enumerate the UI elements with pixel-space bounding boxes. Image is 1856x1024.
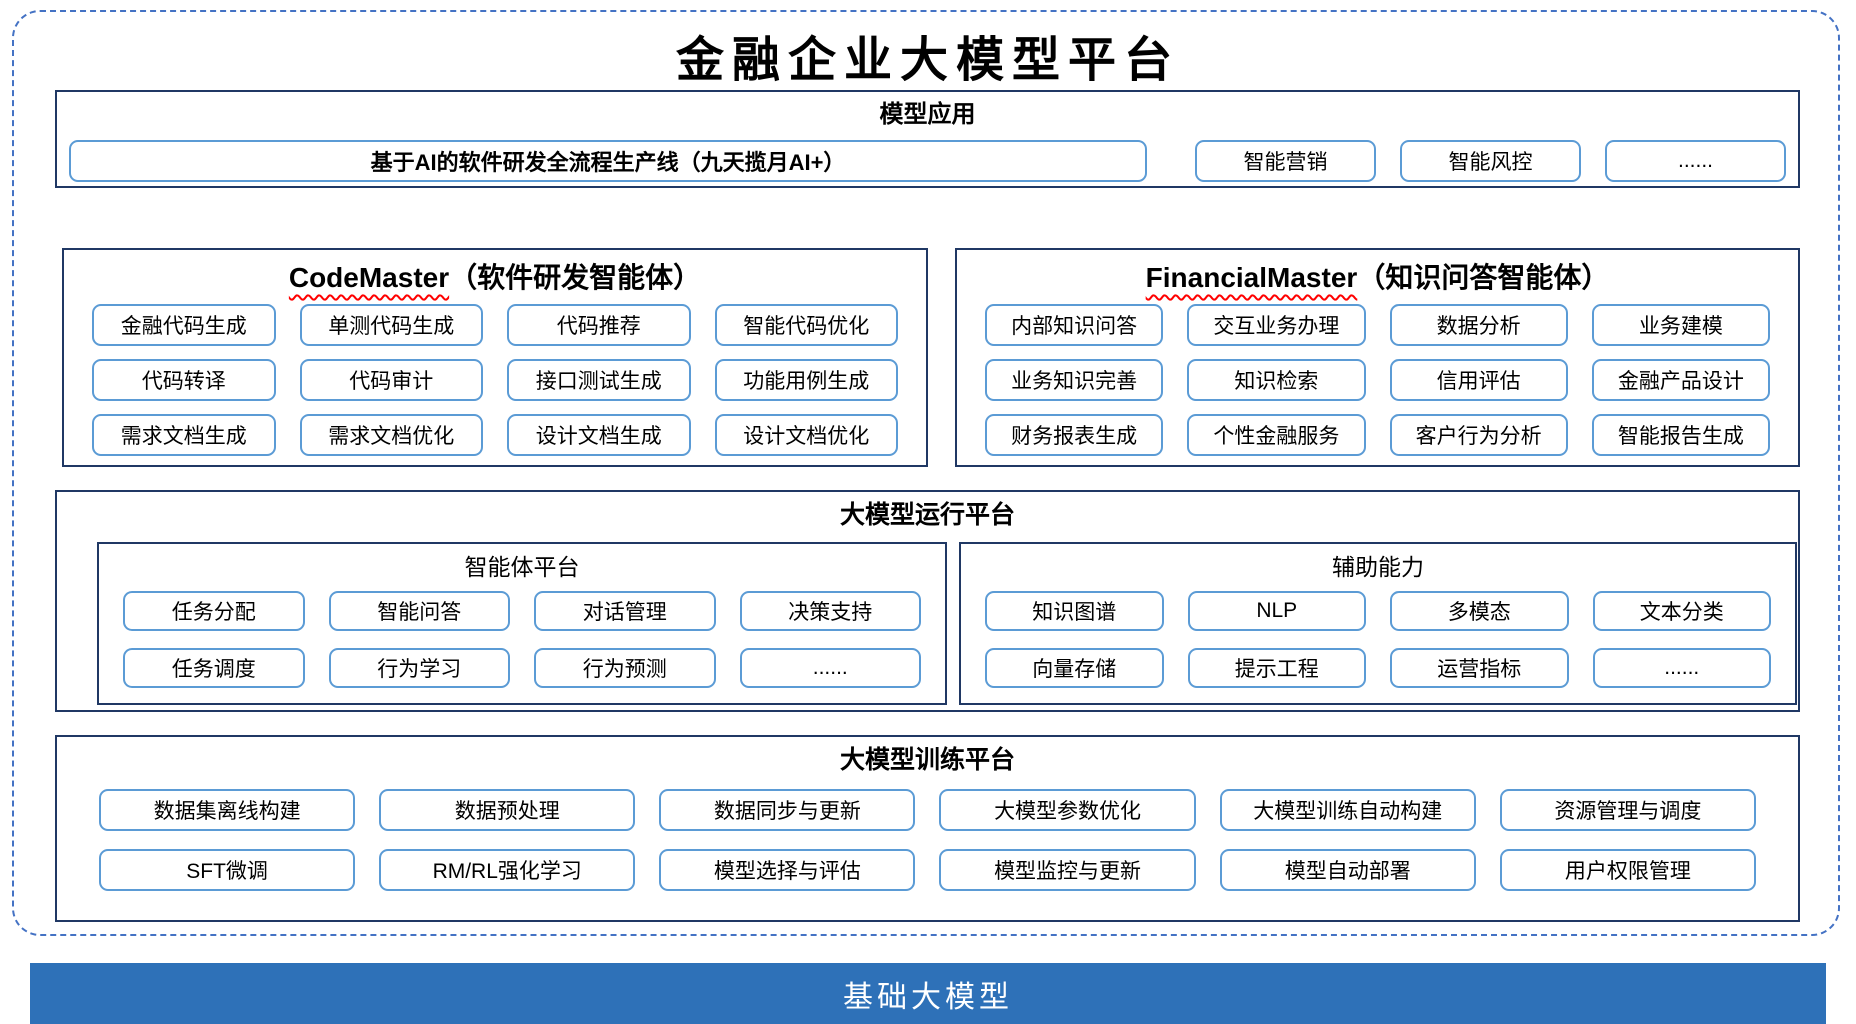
agent-item: 代码审计 bbox=[299, 359, 483, 401]
training-item: 数据预处理 bbox=[379, 789, 636, 831]
section-runtime-header: 大模型运行平台 bbox=[839, 501, 1015, 529]
foundation-model-label: 基础大模型 bbox=[843, 980, 1013, 1014]
runtime-item: 对话管理 bbox=[534, 591, 716, 631]
runtime-item: ...... bbox=[739, 648, 921, 688]
agent-item: 代码转译 bbox=[92, 359, 276, 401]
runtime-item: 智能问答 bbox=[328, 591, 510, 631]
runtime-item: ...... bbox=[1592, 648, 1771, 688]
training-item: 模型自动部署 bbox=[1219, 849, 1476, 891]
agent-item: 需求文档生成 bbox=[92, 414, 276, 456]
section-model-apps: 模型应用 基于AI的软件研发全流程生产线（九天揽月AI+） 智能营销 智能风控 … bbox=[55, 90, 1800, 188]
agent-item: 设计文档生成 bbox=[507, 414, 691, 456]
agent-item: 金融产品设计 bbox=[1591, 359, 1770, 401]
training-item: 模型选择与评估 bbox=[659, 849, 916, 891]
runtime-item: 任务分配 bbox=[123, 591, 305, 631]
app-item-risk-control: 智能风控 bbox=[1400, 140, 1581, 182]
agent-item: 智能代码优化 bbox=[714, 304, 898, 346]
group-agent-platform-grid: 任务分配 智能问答 对话管理 决策支持 任务调度 行为学习 行为预测 .....… bbox=[99, 591, 945, 688]
group-aux-capabilities-grid: 知识图谱 NLP 多模态 文本分类 向量存储 提示工程 运营指标 ...... bbox=[961, 591, 1795, 688]
agent-item: 功能用例生成 bbox=[714, 359, 898, 401]
agent-item: 信用评估 bbox=[1389, 359, 1568, 401]
group-aux-capabilities-title: 辅助能力 bbox=[1332, 554, 1424, 580]
agent-codemaster-title: CodeMaster（软件研发智能体） bbox=[64, 261, 926, 295]
training-item: 数据集离线构建 bbox=[99, 789, 356, 831]
agent-financialmaster-title: FinancialMaster（知识问答智能体） bbox=[957, 261, 1798, 295]
agent-item: 内部知识问答 bbox=[985, 304, 1164, 346]
training-item: 资源管理与调度 bbox=[1499, 789, 1756, 831]
runtime-item: 行为预测 bbox=[534, 648, 716, 688]
agent-item: 业务知识完善 bbox=[985, 359, 1164, 401]
agent-financialmaster-subtitle: （知识问答智能体） bbox=[1357, 262, 1610, 293]
agent-codemaster-subtitle: （软件研发智能体） bbox=[449, 262, 702, 293]
agent-item: 知识检索 bbox=[1187, 359, 1366, 401]
agent-item: 数据分析 bbox=[1389, 304, 1568, 346]
training-item: 用户权限管理 bbox=[1499, 849, 1756, 891]
model-apps-row: 基于AI的软件研发全流程生产线（九天揽月AI+） 智能营销 智能风控 .....… bbox=[57, 140, 1798, 182]
agent-item: 需求文档优化 bbox=[299, 414, 483, 456]
runtime-item: 运营指标 bbox=[1390, 648, 1569, 688]
runtime-item: 任务调度 bbox=[123, 648, 305, 688]
training-item: 模型监控与更新 bbox=[939, 849, 1196, 891]
agent-codemaster-grid: 金融代码生成 单测代码生成 代码推荐 智能代码优化 代码转译 代码审计 接口测试… bbox=[64, 304, 926, 456]
agent-item: 交互业务办理 bbox=[1187, 304, 1366, 346]
training-item: 大模型参数优化 bbox=[939, 789, 1196, 831]
agent-box-codemaster: CodeMaster（软件研发智能体） 金融代码生成 单测代码生成 代码推荐 智… bbox=[62, 248, 928, 467]
runtime-item: 决策支持 bbox=[739, 591, 921, 631]
group-agent-platform: 智能体平台 任务分配 智能问答 对话管理 决策支持 任务调度 行为学习 行为预测… bbox=[97, 542, 947, 705]
group-agent-platform-title: 智能体平台 bbox=[464, 554, 580, 580]
agent-codemaster-name: CodeMaster bbox=[288, 262, 450, 293]
agent-item: 代码推荐 bbox=[507, 304, 691, 346]
section-training-header: 大模型训练平台 bbox=[839, 746, 1015, 774]
runtime-item: 行为学习 bbox=[328, 648, 510, 688]
agent-financialmaster-grid: 内部知识问答 交互业务办理 数据分析 业务建模 业务知识完善 知识检索 信用评估… bbox=[957, 304, 1798, 456]
agent-financialmaster-name: FinancialMaster bbox=[1145, 262, 1358, 293]
app-item-ellipsis: ...... bbox=[1605, 140, 1786, 182]
training-item: RM/RL强化学习 bbox=[379, 849, 636, 891]
runtime-item: 提示工程 bbox=[1187, 648, 1366, 688]
foundation-model-bar: 基础大模型 bbox=[30, 963, 1826, 1024]
runtime-groups: 智能体平台 任务分配 智能问答 对话管理 决策支持 任务调度 行为学习 行为预测… bbox=[57, 542, 1798, 705]
agent-item: 单测代码生成 bbox=[299, 304, 483, 346]
agent-item: 金融代码生成 bbox=[92, 304, 276, 346]
outer-dashed-frame bbox=[12, 10, 1840, 936]
runtime-item: NLP bbox=[1187, 591, 1366, 631]
agent-item: 接口测试生成 bbox=[507, 359, 691, 401]
agent-item: 业务建模 bbox=[1591, 304, 1770, 346]
agent-item: 设计文档优化 bbox=[714, 414, 898, 456]
runtime-item: 向量存储 bbox=[985, 648, 1164, 688]
agent-item: 客户行为分析 bbox=[1389, 414, 1568, 456]
agent-box-financialmaster: FinancialMaster（知识问答智能体） 内部知识问答 交互业务办理 数… bbox=[955, 248, 1800, 467]
runtime-item: 文本分类 bbox=[1592, 591, 1771, 631]
group-aux-capabilities: 辅助能力 知识图谱 NLP 多模态 文本分类 向量存储 提示工程 运营指标 ..… bbox=[959, 542, 1797, 705]
app-pipeline-box: 基于AI的软件研发全流程生产线（九天揽月AI+） bbox=[69, 140, 1147, 182]
runtime-item: 多模态 bbox=[1390, 591, 1569, 631]
training-item: 大模型训练自动构建 bbox=[1219, 789, 1476, 831]
agent-item: 财务报表生成 bbox=[985, 414, 1164, 456]
agent-item: 智能报告生成 bbox=[1591, 414, 1770, 456]
section-training-platform: 大模型训练平台 数据集离线构建 数据预处理 数据同步与更新 大模型参数优化 大模… bbox=[55, 735, 1800, 922]
runtime-item: 知识图谱 bbox=[985, 591, 1164, 631]
training-item: SFT微调 bbox=[99, 849, 356, 891]
page-title: 金融企业大模型平台 bbox=[675, 32, 1180, 88]
section-runtime-platform: 大模型运行平台 智能体平台 任务分配 智能问答 对话管理 决策支持 任务调度 行… bbox=[55, 490, 1800, 712]
section-model-apps-header: 模型应用 bbox=[879, 101, 976, 128]
app-item-marketing: 智能营销 bbox=[1195, 140, 1376, 182]
training-item: 数据同步与更新 bbox=[659, 789, 916, 831]
training-grid: 数据集离线构建 数据预处理 数据同步与更新 大模型参数优化 大模型训练自动构建 … bbox=[57, 789, 1798, 891]
agent-item: 个性金融服务 bbox=[1187, 414, 1366, 456]
